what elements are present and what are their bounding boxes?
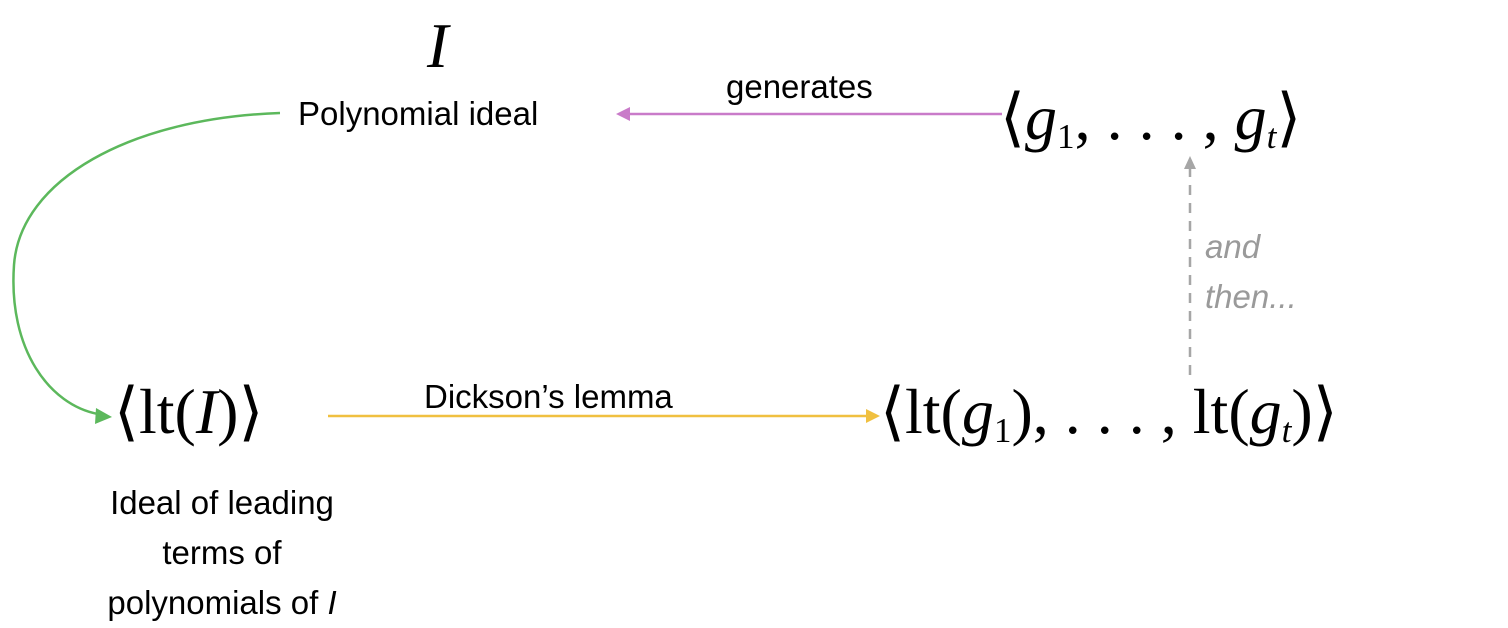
- then-label: and then...: [1205, 228, 1297, 315]
- leading-ideal-label: Ideal of leading terms of polynomials of…: [107, 484, 337, 621]
- ideal-label: Polynomial ideal: [298, 95, 539, 132]
- generates-arrowhead: [616, 107, 630, 121]
- ideal-symbol: I: [427, 10, 449, 81]
- dickson-arrowhead: [866, 409, 880, 423]
- curve-arrowhead: [95, 408, 112, 424]
- then-arrowhead: [1184, 156, 1196, 169]
- curve-arrow: [12, 111, 281, 416]
- generators-node: ⟨g1, . . . , gt⟩: [1000, 82, 1302, 156]
- leading-ideal-node: ⟨lt(I)⟩: [114, 376, 264, 447]
- generates-label: generates: [726, 68, 873, 105]
- leading-generators-node: ⟨lt(g1), . . . , lt(gt)⟩: [880, 376, 1338, 450]
- dickson-label: Dickson’s lemma: [424, 378, 673, 415]
